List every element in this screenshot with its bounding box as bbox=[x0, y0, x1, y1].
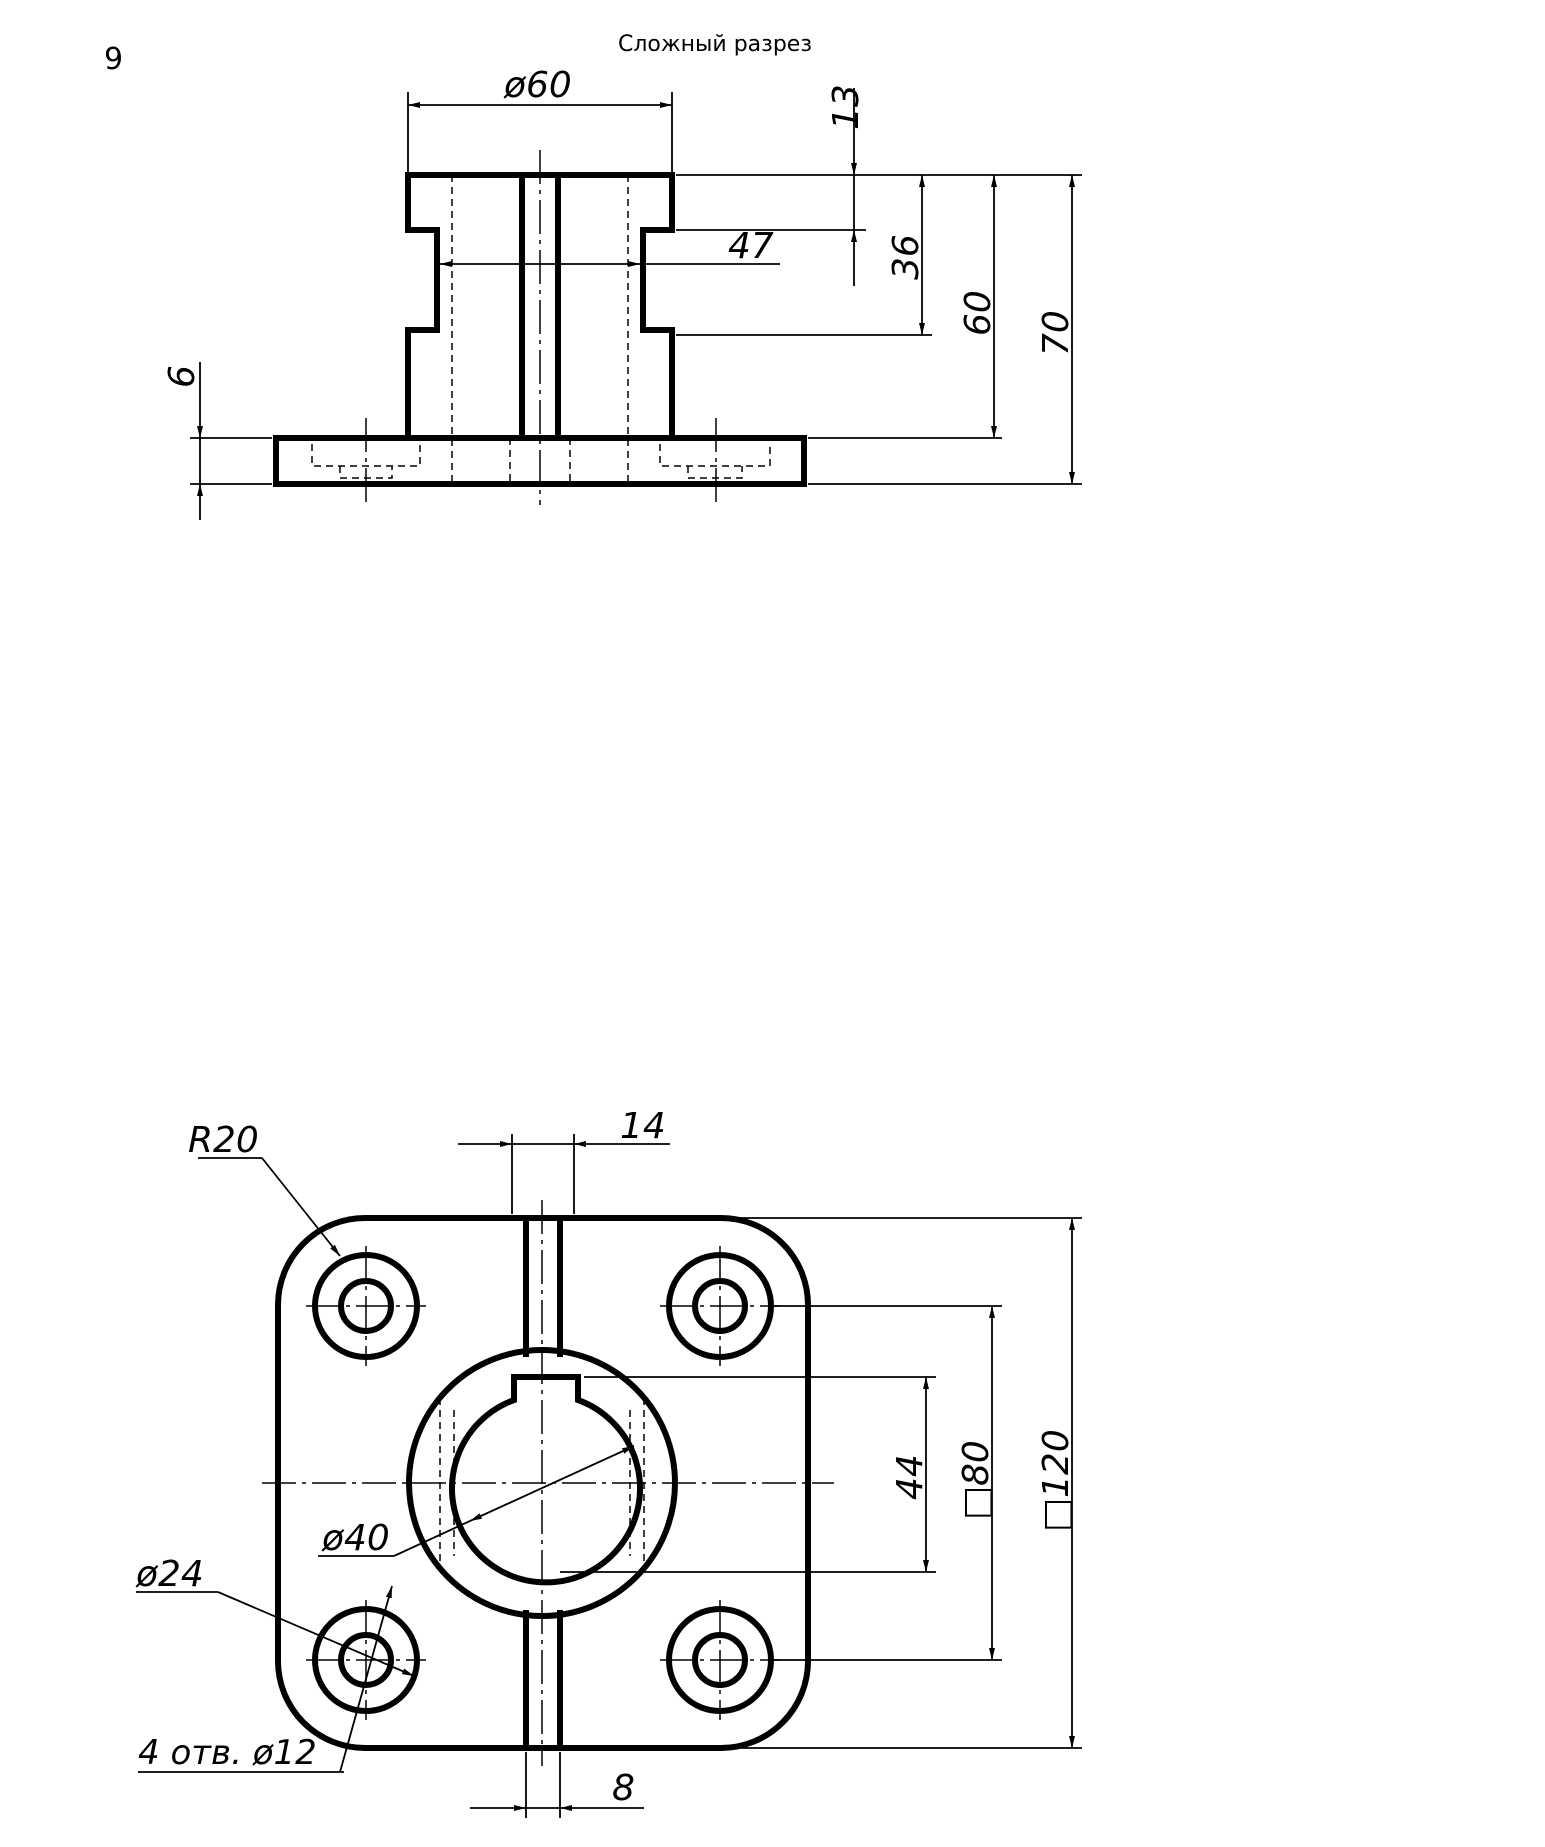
dim-top-keyway-44: 44 bbox=[890, 1454, 931, 1500]
dim-front-diameter-60: ø60 bbox=[503, 65, 572, 106]
dim-front-groove-36: 36 bbox=[886, 234, 927, 280]
page-title: Сложный разрез bbox=[617, 32, 813, 57]
dim-top-slot-8: 8 bbox=[612, 1768, 635, 1809]
dim-front-inner-47: 47 bbox=[728, 226, 774, 267]
dim-top-counterbore-24: ø24 bbox=[135, 1554, 204, 1595]
dim-top-plate-120: □120 bbox=[1036, 1429, 1077, 1532]
dim-top-bore-40: ø40 bbox=[321, 1518, 390, 1559]
front-view: ø60 47 13 36 60 70 6 bbox=[162, 65, 1082, 520]
dim-front-height-60: 60 bbox=[958, 290, 999, 336]
dim-front-groove-13: 13 bbox=[826, 84, 867, 130]
top-bore-keyway bbox=[449, 1374, 643, 1586]
top-view: R20 14 44 □80 □120 ø40 ø24 bbox=[135, 1106, 1082, 1818]
dim-top-radius-r20: R20 bbox=[188, 1120, 259, 1161]
front-flange-outline bbox=[273, 435, 807, 487]
dim-front-height-70: 70 bbox=[1036, 310, 1077, 356]
dim-top-holes-note: 4 отв. ø12 bbox=[138, 1733, 317, 1773]
dim-front-flange-6: 6 bbox=[162, 365, 203, 388]
dim-top-slot-14: 14 bbox=[620, 1106, 666, 1147]
dim-top-spacing-80: □80 bbox=[956, 1440, 997, 1520]
task-number: 9 bbox=[104, 42, 124, 77]
